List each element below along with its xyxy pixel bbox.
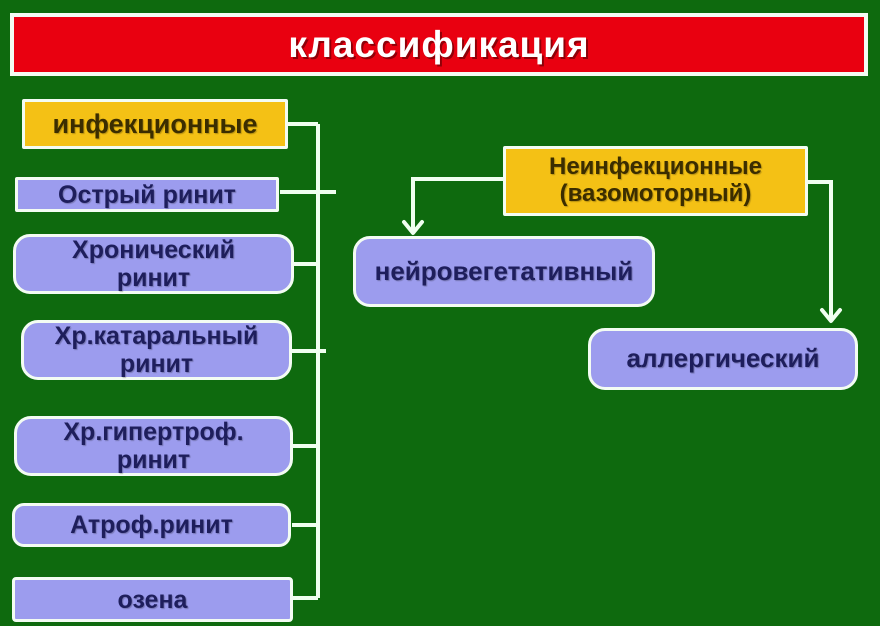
box-chronic-rhinitis: Хронический ринит <box>13 234 294 294</box>
box-infectious-header: инфекционные <box>22 99 288 149</box>
arrow-to-allerg-head <box>820 308 842 323</box>
box-acute-rhinitis: Острый ринит <box>15 177 279 212</box>
box-atrophic-rhinitis: Атроф.ринит <box>12 503 291 547</box>
arrow-to-allerg <box>808 180 833 318</box>
arrow-to-neuro-head <box>402 220 424 235</box>
box-catarrhal-rhinitis: Хр.катаральный ринит <box>21 320 292 380</box>
arrow-to-neuro <box>411 177 503 230</box>
box-ozena: озена <box>12 577 293 622</box>
box-hypertrophic-rhinitis: Хр.гипертроф. ринит <box>14 416 293 476</box>
box-neurovegetative: нейровегетативный <box>353 236 655 307</box>
page-title: классификация <box>10 13 868 76</box>
box-noninfectious-header: Неинфекционные (вазомоторный) <box>503 146 808 216</box>
box-allergic: аллергический <box>588 328 858 390</box>
